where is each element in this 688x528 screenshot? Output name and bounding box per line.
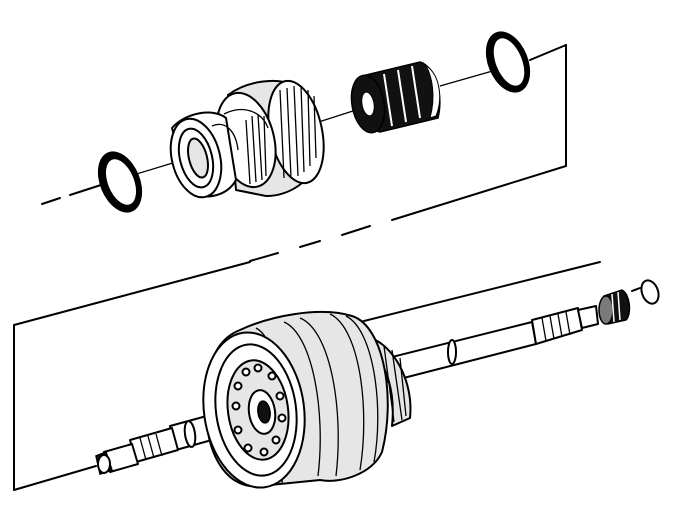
upper-reference-frame [249,44,567,262]
drum-bolt-holes-icon [231,363,287,457]
rear-gear-teeth-icon [383,345,407,423]
sprag-hub-icon [169,79,325,199]
roller-bearing-icon [350,61,441,134]
lower-reference-frame [13,261,601,491]
shaft-left-splines-icon [139,433,163,461]
snap-ring-left-icon [97,151,143,213]
lower-assembly-group [13,261,660,491]
clutch-drum-icon [202,310,389,489]
retaining-clip-icon [631,279,660,305]
hub-gear-teeth-icon [279,85,317,179]
needle-rollers-icon [611,291,621,323]
hub-splines-icon [245,113,267,185]
shaft-splines-icon [541,311,571,342]
snap-ring-right-icon [485,31,531,93]
upper-assembly-group [41,31,567,262]
bearing-rollers-icon [383,65,421,127]
needle-bearing-icon [598,289,631,325]
